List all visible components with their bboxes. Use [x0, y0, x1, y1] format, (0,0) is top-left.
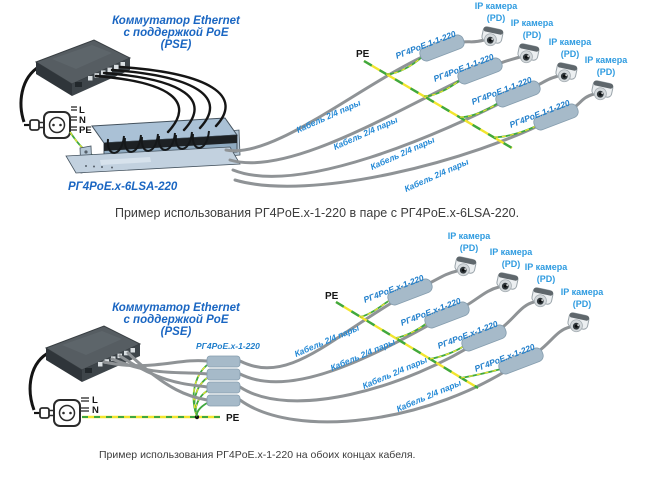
diagram-top: Коммутатор Ethernet с поддержкой PoE (PS… — [19, 1, 629, 220]
camera-label: (PD) — [597, 67, 616, 77]
bottom-pe-line — [335, 299, 502, 390]
camera-label: IP камера — [511, 18, 555, 28]
pe-label-ground: PE — [226, 413, 240, 424]
top-pe-line — [363, 56, 537, 150]
line-label: L — [92, 395, 98, 406]
ip-camera-icon — [515, 42, 541, 66]
terminals — [71, 106, 77, 131]
cable-1 — [224, 38, 486, 153]
camera-label: IP камера — [525, 262, 569, 272]
bottom-remote-devices: РГ4PoE.x-1-220 РГ4PoE.x-1-220 РГ4PoE.x-1… — [362, 272, 546, 377]
ip-camera-icon — [565, 311, 591, 335]
ground-line — [82, 364, 220, 420]
top-cameras: IP камера (PD) IP камера (PD) IP камера … — [475, 1, 629, 103]
ip-camera-icon — [553, 61, 579, 85]
camera-label: IP камера — [448, 231, 492, 241]
ethernet-switch — [45, 325, 141, 383]
cable-label: Кабель 2/4 пары — [332, 114, 400, 152]
line-label: L — [79, 105, 85, 116]
ip-camera-icon — [452, 255, 478, 279]
cable-label: Кабель 2/4 пары — [295, 97, 363, 135]
neutral-label: N — [92, 405, 99, 416]
cable-4 — [233, 92, 596, 188]
cable-3 — [231, 74, 560, 178]
switch-title-line2: с поддержкой PoE — [123, 27, 228, 39]
top-cables — [224, 38, 596, 188]
camera-label: IP камера — [585, 55, 629, 65]
rack-device — [65, 117, 241, 174]
power-cord — [28, 350, 51, 411]
camera-label: (PD) — [537, 274, 556, 284]
ip-camera-icon — [529, 286, 555, 310]
camera-label: (PD) — [523, 30, 542, 40]
pe-label-top: PE — [356, 49, 370, 60]
cable-1 — [238, 269, 459, 370]
switch-title-line1: Коммутатор Ethernet — [112, 302, 241, 314]
ip-camera-icon — [494, 271, 520, 295]
camera-label: (PD) — [502, 259, 521, 269]
camera-label: (PD) — [460, 243, 479, 253]
bottom-cameras: IP камера (PD) IP камера (PD) IP камера … — [448, 231, 605, 335]
pe-terminal-label: PE — [79, 125, 92, 136]
rack-cable-loops — [106, 130, 210, 154]
neutral-label: N — [79, 115, 86, 126]
camera-label: (PD) — [561, 49, 580, 59]
local-device-stack: РГ4PoE.x-1-220 — [196, 341, 260, 407]
camera-label: IP камера — [490, 247, 534, 257]
cable-3 — [238, 300, 536, 403]
camera-label: (PD) — [487, 13, 506, 23]
plug-socket-icon — [32, 398, 82, 428]
power-socket-bottom: L N — [32, 395, 99, 428]
ip-camera-icon — [479, 25, 505, 49]
bottom-switch-title: Коммутатор Ethernet с поддержкой PoE (PS… — [112, 302, 241, 338]
cable-4 — [238, 325, 572, 424]
ethernet-switch — [35, 39, 131, 97]
camera-label: IP камера — [475, 1, 519, 11]
power-cord — [19, 64, 41, 123]
switch-to-stack-cables — [102, 351, 209, 402]
cable-label: Кабель 2/4 пары — [329, 336, 397, 373]
camera-label: (PD) — [573, 299, 592, 309]
rack-label: РГ4PoE.x-6LSA-220 — [68, 181, 178, 193]
plug-socket-icon — [22, 110, 72, 140]
caption-bottom: Пример использования РГ4PoE.x-1-220 на о… — [99, 449, 415, 461]
surge-protector — [206, 355, 241, 368]
camera-label: IP камера — [561, 287, 605, 297]
surge-protector — [206, 394, 241, 407]
switch-title-line2: с поддержкой PoE — [123, 314, 228, 326]
surge-protector — [206, 368, 241, 381]
switch-title-line3: (PSE) — [161, 326, 192, 338]
local-stack-label: РГ4PoE.x-1-220 — [196, 341, 260, 351]
ip-camera-icon — [589, 79, 615, 103]
surge-protector — [206, 381, 241, 394]
top-patch-cables — [94, 65, 227, 134]
top-switch-title: Коммутатор Ethernet с поддержкой PoE (PS… — [112, 15, 241, 51]
cable-2 — [238, 285, 501, 384]
caption-top: Пример использования РГ4PoE.x-1-220 в па… — [115, 206, 519, 220]
terminals — [81, 397, 89, 412]
pe-label-bottom: PE — [325, 291, 339, 302]
switch-title-line1: Коммутатор Ethernet — [112, 15, 241, 27]
camera-label: IP камера — [549, 37, 593, 47]
switch-title-line3: (PSE) — [161, 39, 192, 51]
diagram-bottom: Коммутатор Ethernet с поддержкой PoE (PS… — [28, 231, 605, 461]
